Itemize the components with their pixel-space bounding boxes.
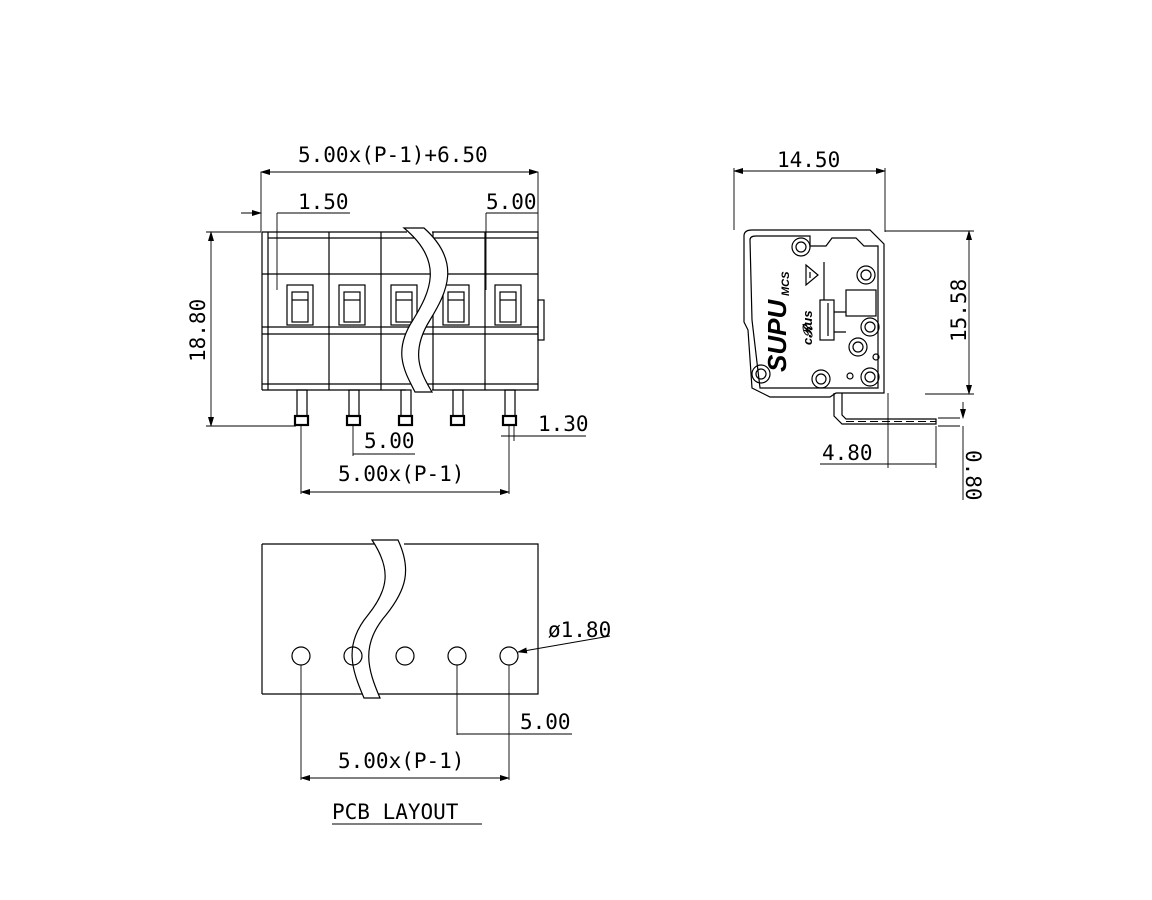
pcb-hole [291,646,311,666]
certification-mark: c𝓡us [800,310,815,345]
wire-entry-window [286,284,314,326]
pin [293,389,310,427]
pcb-layout-title: PCB LAYOUT [332,800,459,824]
pin-offset-label: 4.80 [822,441,873,465]
break-line [401,227,449,393]
pcb-hole [395,646,415,666]
pin-pitch-label: 5.00 [364,429,415,453]
edge-offset-label: 1.50 [298,190,349,214]
pin [501,389,518,427]
brand-logo: SUPU [762,299,792,372]
side-body-outline [743,229,885,398]
hole-span-label: 5.00x(P-1) [338,749,464,773]
hole-diameter-label: ø1.80 [548,618,611,642]
depth-label: 14.50 [777,148,840,172]
screw-hole [791,237,811,257]
side-view: 14.50 15.58 SUPU MCS c𝓡us [733,148,985,501]
pin-span-label: 5.00x(P-1) [338,462,464,486]
pin-width-label: 1.30 [538,412,589,436]
screw-hole [848,337,868,357]
screw-hole [860,317,880,337]
screw-hole [811,369,831,389]
pcb-hole [343,646,363,666]
pcb-hole [447,646,467,666]
side-pin [833,393,937,425]
wire-entry-window [442,284,470,326]
pin [345,389,362,427]
pin [449,389,466,427]
pcb-layout: ø1.80 5.00 5.00x(P-1) PCB LAYOUT [261,539,611,825]
wire-entry-window [338,284,366,326]
screw-hole [856,265,876,285]
pin-thickness-label: 0.80 [961,450,985,501]
overall-width-label: 5.00x(P-1)+6.50 [298,143,488,167]
front-view: 5.00x(P-1)+6.50 1.50 5.00 18.80 [186,143,589,495]
wire-entry-window [494,284,522,326]
screw-hole [751,364,771,384]
pcb-break-line [351,539,407,699]
pin [397,389,414,427]
screw-hole [860,367,880,387]
pitch-top-label: 5.00 [486,190,537,214]
wire-entry-window [390,284,418,326]
pcb-hole [499,646,519,666]
brand-suffix: MCS [780,271,792,296]
warning-triangle-icon [805,263,819,287]
body-height-label: 15.58 [947,279,971,342]
height-label: 18.80 [186,299,210,362]
hole-pitch-label: 5.00 [520,710,571,734]
